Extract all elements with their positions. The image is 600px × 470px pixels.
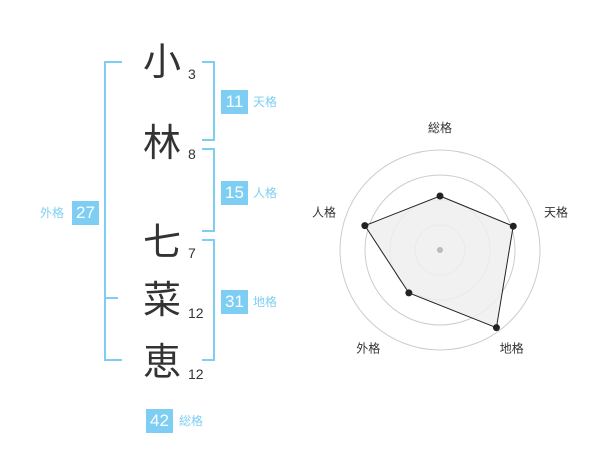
radar-ring <box>364 174 516 326</box>
radar-point-3 <box>492 324 500 332</box>
radar-axis-label-4: 外格 <box>356 341 380 356</box>
gaikaku-bracket <box>104 61 122 361</box>
stroke-count-2: 8 <box>188 146 196 162</box>
stroke-count-3: 7 <box>188 245 196 261</box>
radar-polygon <box>364 195 514 329</box>
stroke-count-4: 12 <box>188 305 204 321</box>
chikaku-label: 地格 <box>253 295 278 309</box>
tenkaku-value-badge: 11 <box>221 90 248 114</box>
radar-point-5 <box>361 222 369 230</box>
tenkaku-label: 天格 <box>253 95 278 109</box>
chikaku-value-badge: 31 <box>221 290 248 314</box>
radar-point-2 <box>509 222 517 230</box>
name-char-5: 恵 <box>142 340 181 384</box>
radar-center-dot <box>437 247 443 253</box>
gaikaku-value-badge: 27 <box>72 201 99 225</box>
radar-axis-label-1: 総格 <box>428 120 452 135</box>
jinkaku-bracket <box>202 148 215 232</box>
name-char-3: 七 <box>142 220 181 264</box>
tenkaku-bracket <box>202 61 215 141</box>
radar-axis-label-2: 天格 <box>544 204 568 219</box>
name-char-1: 小 <box>142 40 181 84</box>
name-char-2: 林 <box>142 121 181 165</box>
chikaku-bracket <box>202 239 215 361</box>
soukaku-label: 総格 <box>179 414 204 428</box>
jinkaku-value-badge: 15 <box>221 181 248 205</box>
radar-axis-label-3: 地格 <box>500 341 524 356</box>
gaikaku-bracket-divider <box>106 297 118 299</box>
jinkaku-label: 人格 <box>253 186 278 200</box>
radar-point-4 <box>405 289 413 297</box>
soukaku-value-badge: 42 <box>146 409 173 433</box>
stroke-count-1: 3 <box>188 66 196 82</box>
radar-point-1 <box>436 192 444 200</box>
radar-axis-label-5: 人格 <box>312 204 336 219</box>
name-char-4: 菜 <box>142 278 181 322</box>
stroke-count-5: 12 <box>188 366 204 382</box>
gaikaku-label: 外格 <box>40 206 65 220</box>
